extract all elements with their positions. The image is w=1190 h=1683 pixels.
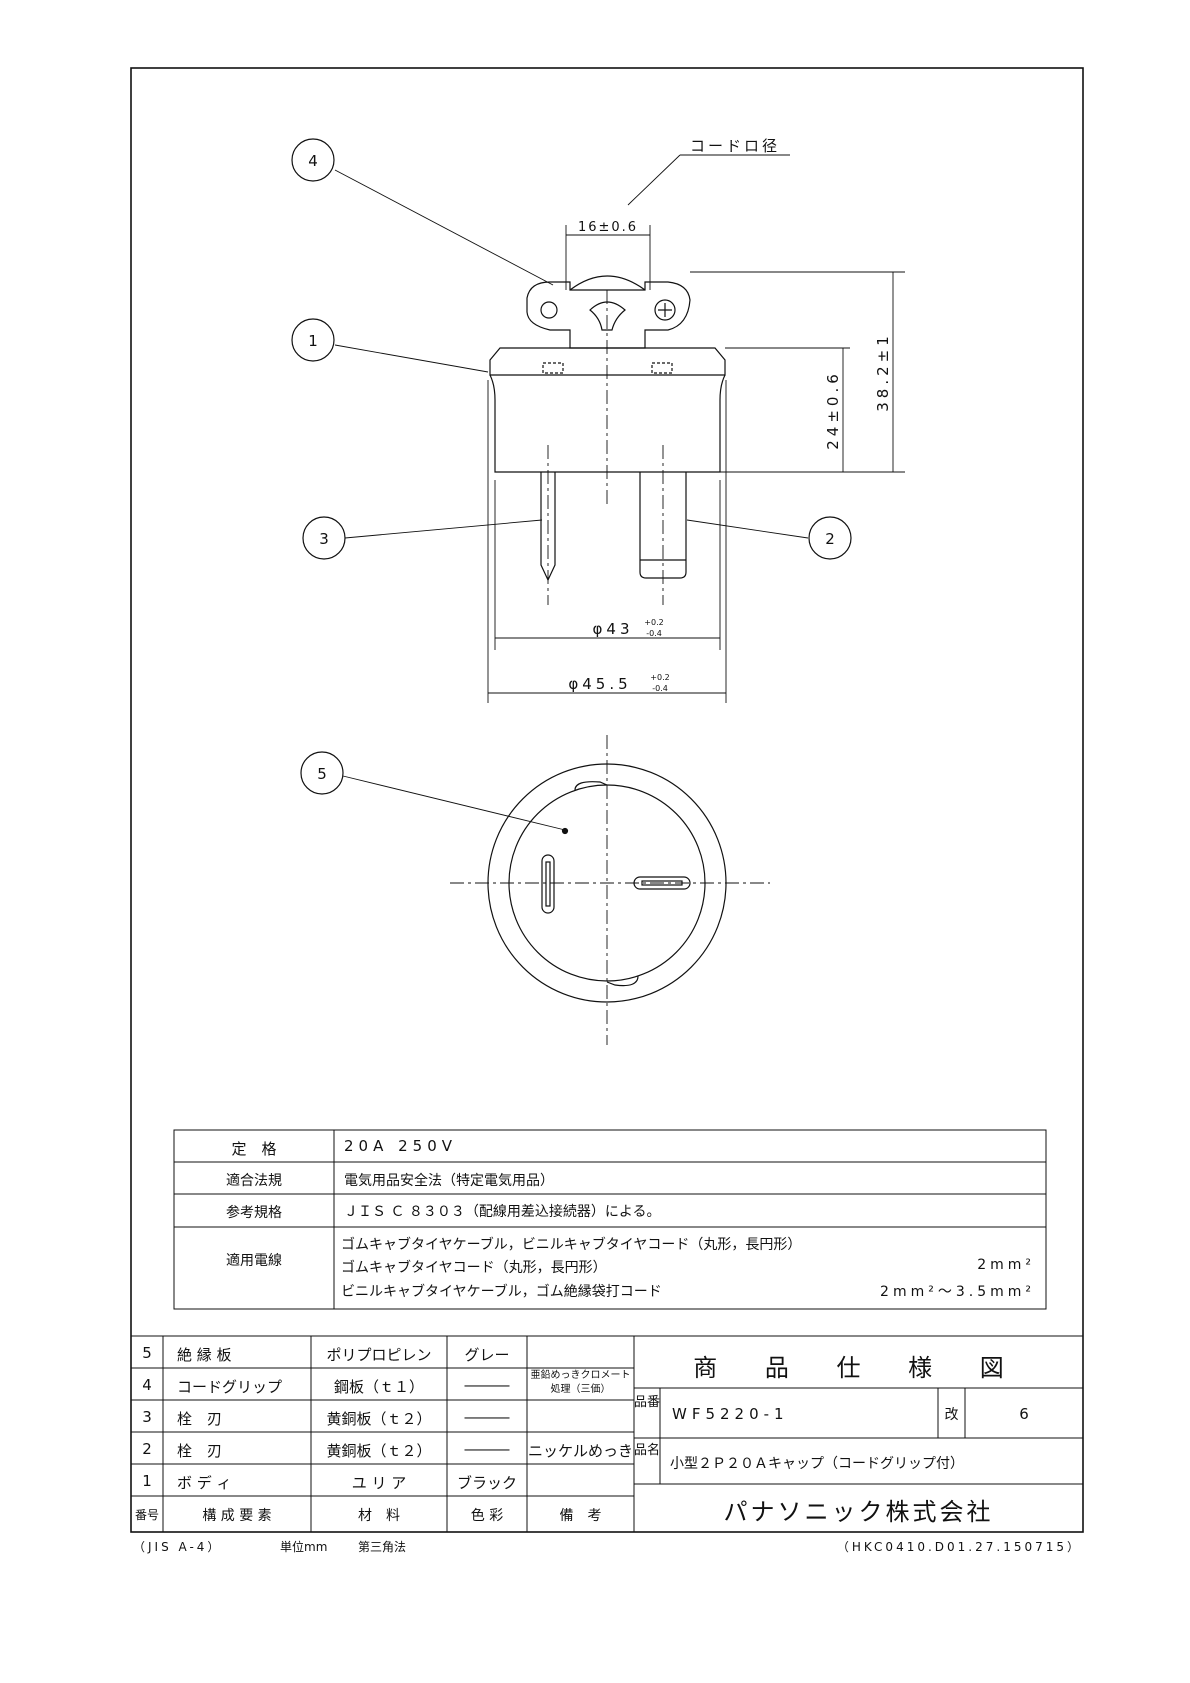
parts-cell-no: 4 xyxy=(142,1376,152,1394)
leader-lines xyxy=(334,169,809,831)
parts-cell-material: 黄銅板（ｔ２） xyxy=(326,1410,432,1428)
parts-cell-name: ボ デ ィ xyxy=(177,1474,232,1492)
wire-line-3: ビニルキャブタイヤケーブル，ゴム絶縁袋打コード xyxy=(341,1284,662,1300)
wire-size-3: 2mm²～3.5mm² xyxy=(880,1284,1035,1300)
balloon-4: 4 xyxy=(308,152,318,170)
dim-38-2: 38.2±1 xyxy=(874,332,892,412)
projection-label: 第三角法 xyxy=(358,1540,407,1554)
wire-line-2: ゴムキャブタイヤコード（丸形，長円形） xyxy=(341,1260,607,1276)
spec-value-standard: ＪＩＳ Ｃ ８３０３（配線用差込接続器）による。 xyxy=(344,1204,661,1220)
parts-cell-material: 鋼板（ｔ１） xyxy=(333,1378,424,1396)
company-name: パナソニック株式会社 xyxy=(723,1498,994,1526)
revision-label: 改 xyxy=(944,1407,959,1423)
parts-cell-color: グレー xyxy=(464,1346,510,1364)
parts-cell-material: 黄銅板（ｔ２） xyxy=(326,1442,432,1460)
dim-45-5-tol-up: +0.2 xyxy=(650,673,669,682)
parts-cell-note: 亜鉛めっきクロメート処理（三価） xyxy=(530,1370,631,1395)
product-name-label: 品名 xyxy=(634,1443,661,1458)
parts-cell-color: ――― xyxy=(464,1376,510,1394)
parts-header-note: 備 考 xyxy=(559,1508,602,1524)
balloons xyxy=(291,138,852,795)
part-number: WF5220-1 xyxy=(672,1405,789,1423)
parts-cell-name: コードグリップ xyxy=(177,1378,283,1396)
parts-cell-color: ――― xyxy=(464,1440,510,1458)
dim-45-5: φ45.5 xyxy=(568,675,631,693)
spec-value-law: 電気用品安全法（特定電気用品） xyxy=(344,1173,554,1189)
wire-line-1: ゴムキャブタイヤケーブル，ビニルキャブタイヤコード（丸形，長円形） xyxy=(341,1237,802,1253)
dim-24: 24±0.6 xyxy=(824,370,842,450)
revision-number: 6 xyxy=(1019,1405,1029,1423)
dim-43-tol-down: -0.4 xyxy=(646,629,662,638)
spec-table-lines xyxy=(173,1129,1047,1310)
parts-cell-no: 3 xyxy=(142,1408,152,1426)
parts-cell-no: 2 xyxy=(142,1440,152,1458)
side-view xyxy=(489,275,726,582)
bottom-view xyxy=(487,763,727,1003)
parts-cell-material: ポリプロピレン xyxy=(326,1346,432,1364)
drawing-title: 商 品 仕 様 図 xyxy=(693,1354,1024,1382)
balloon-1: 1 xyxy=(308,332,318,350)
parts-header-material: 材 料 xyxy=(358,1508,400,1524)
spec-value-rating: 20A 250V xyxy=(344,1137,458,1155)
wire-size-2: 2mm² xyxy=(977,1257,1035,1273)
drawing-code: （HKC0410.D01.27.150715） xyxy=(836,1540,1082,1554)
parts-table-lines xyxy=(131,1335,1083,1532)
parts-header-name: 構 成 要 素 xyxy=(202,1508,272,1524)
balloon-3: 3 xyxy=(319,530,329,548)
parts-cell-color: ブラック xyxy=(456,1474,517,1492)
parts-cell-color: ――― xyxy=(464,1408,510,1426)
parts-cell-name: 栓 刃 xyxy=(177,1442,223,1460)
dim-43-tol-up: +0.2 xyxy=(644,618,663,627)
parts-cell-name: 栓 刃 xyxy=(177,1410,223,1428)
parts-cell-name: 絶 縁 板 xyxy=(177,1346,232,1364)
spec-label-law: 適合法規 xyxy=(226,1173,282,1189)
dimension-lines xyxy=(487,154,905,703)
parts-header-color: 色 彩 xyxy=(470,1508,504,1524)
part-no-label: 品番 xyxy=(634,1395,661,1410)
balloon-2: 2 xyxy=(825,530,835,548)
parts-header-no: 番号 xyxy=(134,1508,159,1522)
unit-label: 単位mm xyxy=(280,1540,328,1554)
dim-43: φ43 xyxy=(593,620,634,638)
balloon-5: 5 xyxy=(317,765,327,783)
paper-size: （JIS A-4） xyxy=(133,1540,223,1554)
drawing-frame xyxy=(130,67,1084,1533)
cord-diameter-label: コードロ径 xyxy=(690,137,780,155)
dim-45-5-tol-down: -0.4 xyxy=(652,684,668,693)
spec-label-rating: 定 格 xyxy=(231,1140,277,1158)
product-name: 小型２Ｐ２０Ａキャップ（コードグリップ付） xyxy=(670,1456,964,1472)
parts-cell-note: ニッケルめっき xyxy=(527,1442,633,1460)
parts-cell-no: 5 xyxy=(142,1344,152,1362)
spec-label-standard: 参考規格 xyxy=(226,1205,282,1221)
spec-label-wire: 適用電線 xyxy=(226,1253,282,1269)
dim-16: 16±0.6 xyxy=(578,220,638,235)
parts-cell-material: ユ リ ア xyxy=(351,1474,407,1492)
parts-cell-no: 1 xyxy=(142,1472,152,1490)
